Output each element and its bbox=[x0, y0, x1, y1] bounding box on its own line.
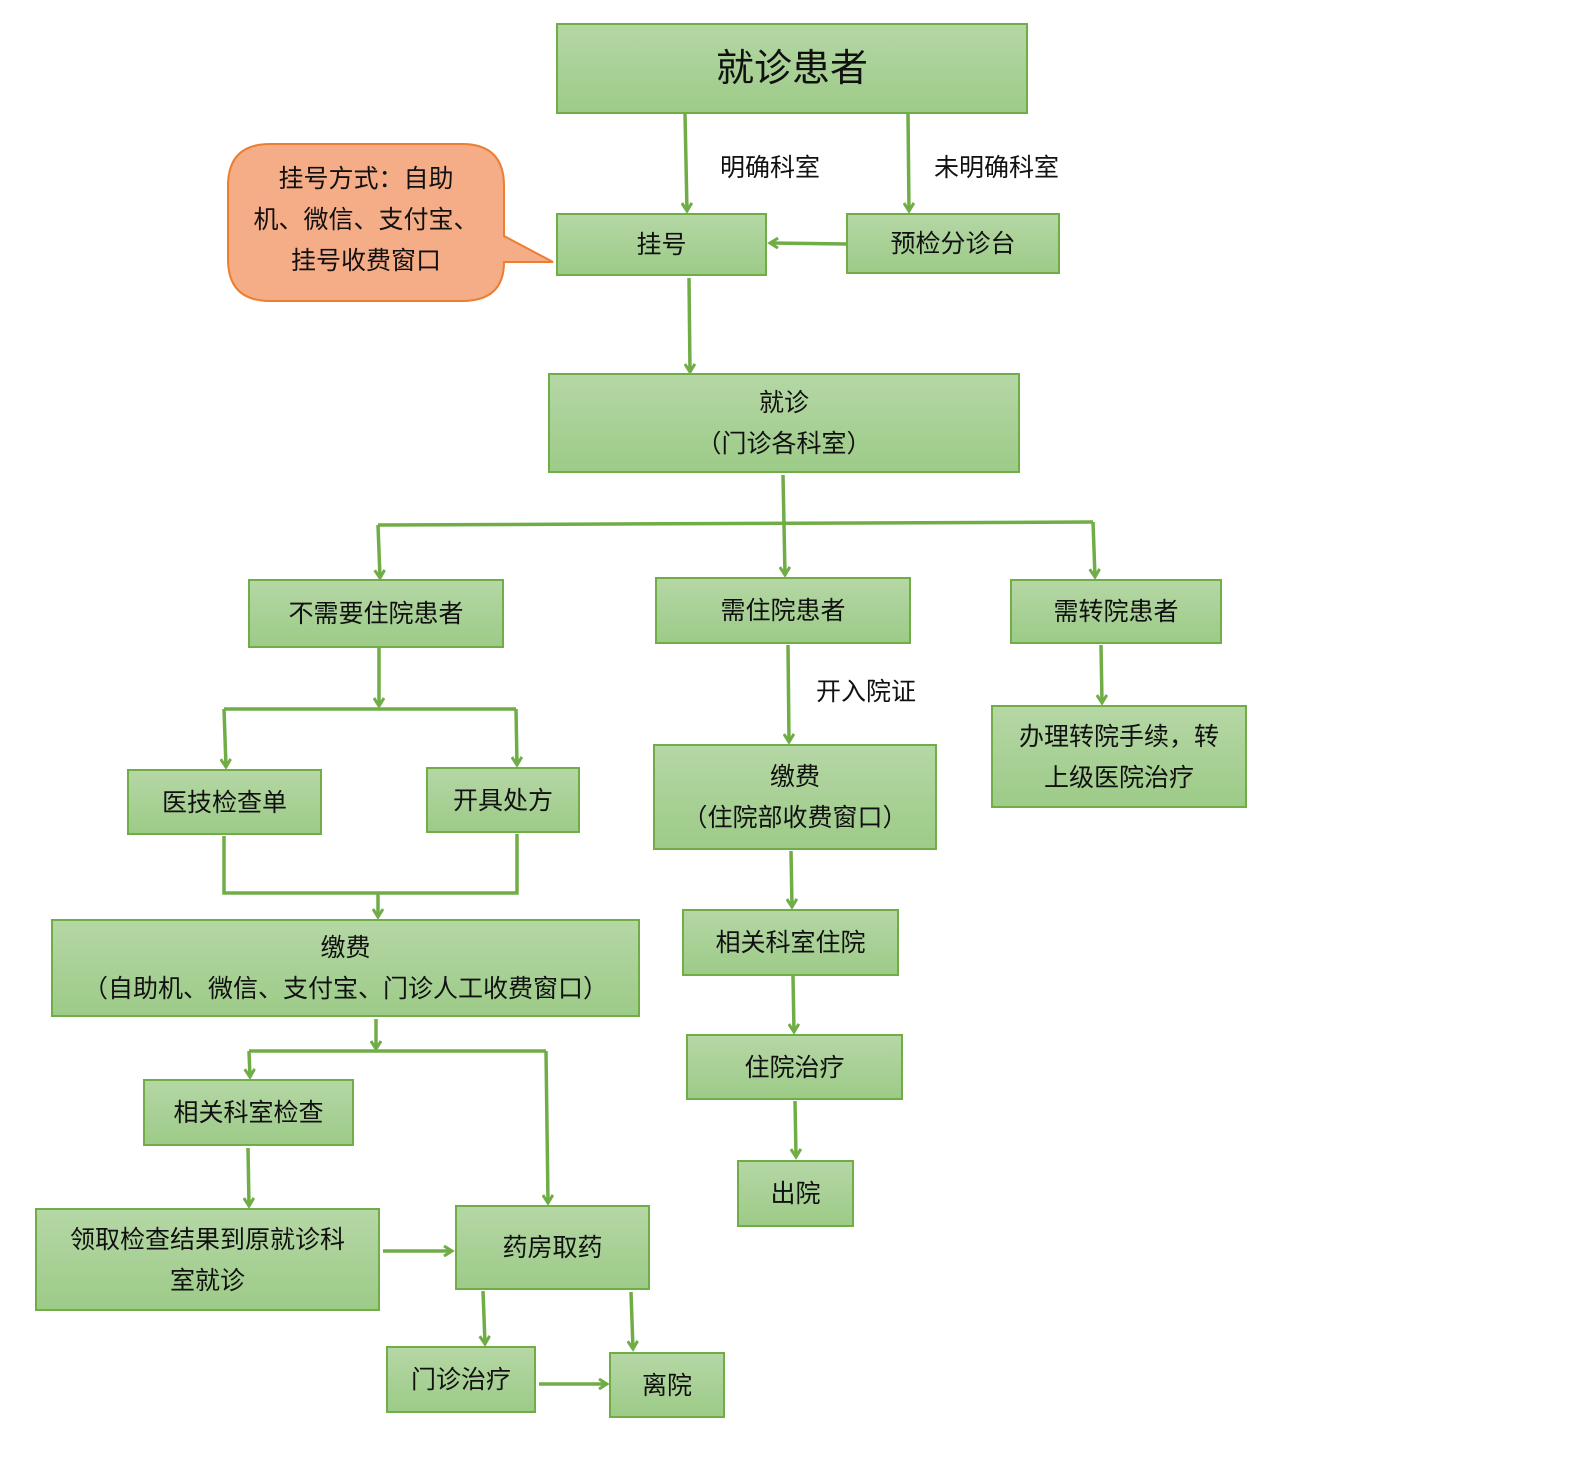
node-inpatient-treatment: 住院治疗 bbox=[686, 1034, 903, 1100]
node-label: 医技检查单 bbox=[161, 787, 287, 817]
node-label: 挂号 bbox=[636, 230, 687, 259]
registration-methods-callout: 挂号方式：自助 机、微信、支付宝、 挂号收费窗口 bbox=[240, 158, 492, 281]
node-prescription: 开具处方 bbox=[426, 767, 580, 833]
node-label: 室就诊 bbox=[169, 1265, 245, 1295]
node-label: （自助机、微信、支付宝、门诊人工收费窗口） bbox=[82, 974, 608, 1003]
node-patient: 就诊患者 bbox=[556, 23, 1028, 114]
node-inpatient-payment: 缴费 （住院部收费窗口） bbox=[653, 744, 937, 850]
node-label: 住院治疗 bbox=[744, 1052, 845, 1082]
node-label: 相关科室住院 bbox=[715, 928, 866, 957]
node-label: 领取检查结果到原就诊科 bbox=[69, 1224, 345, 1254]
node-outpatient-payment: 缴费 （自助机、微信、支付宝、门诊人工收费窗口） bbox=[51, 919, 640, 1017]
callout-bubble bbox=[227, 143, 554, 302]
node-label: 缴费 bbox=[320, 933, 371, 962]
edge-label-clear-dept: 明确科室 bbox=[720, 153, 821, 182]
node-label: 相关科室检查 bbox=[173, 1098, 324, 1127]
edge-label-unclear-dept: 未明确科室 bbox=[934, 153, 1060, 182]
node-label: 离院 bbox=[641, 1370, 692, 1400]
node-pharmacy: 药房取药 bbox=[455, 1205, 650, 1290]
node-outpatient-treatment: 门诊治疗 bbox=[386, 1346, 536, 1413]
node-no-hospitalization: 不需要住院患者 bbox=[248, 579, 504, 648]
node-triage: 预检分诊台 bbox=[846, 213, 1060, 274]
node-label: （门诊各科室） bbox=[696, 429, 872, 458]
node-label: 开具处方 bbox=[452, 785, 553, 815]
node-leave: 离院 bbox=[609, 1352, 725, 1418]
node-label: 就诊患者 bbox=[715, 46, 868, 90]
edge-label-admission-cert: 开入院证 bbox=[816, 677, 917, 706]
node-label: 就诊 bbox=[758, 388, 809, 417]
callout-line: 挂号收费窗口 bbox=[290, 246, 441, 275]
node-label: 不需要住院患者 bbox=[288, 599, 464, 628]
callout-line: 机、微信、支付宝、 bbox=[253, 205, 479, 234]
node-label: 预检分诊台 bbox=[890, 229, 1016, 258]
node-dept-exam: 相关科室检查 bbox=[143, 1079, 354, 1146]
node-label: 药房取药 bbox=[502, 1233, 603, 1262]
node-discharge: 出院 bbox=[737, 1160, 854, 1227]
node-need-hospitalization: 需住院患者 bbox=[655, 577, 911, 644]
callout-line: 挂号方式：自助 bbox=[278, 164, 454, 193]
node-label: 办理转院手续，转 bbox=[1018, 721, 1219, 751]
node-label: 出院 bbox=[770, 1179, 821, 1208]
node-exam-order: 医技检查单 bbox=[127, 769, 322, 835]
node-transfer-process: 办理转院手续，转上级医院治疗 bbox=[991, 705, 1247, 808]
node-need-transfer: 需转院患者 bbox=[1010, 579, 1222, 644]
node-label: 上级医院治疗 bbox=[1043, 762, 1194, 792]
node-results-return: 领取检查结果到原就诊科室就诊 bbox=[35, 1208, 380, 1311]
node-label: 缴费 bbox=[769, 762, 820, 791]
node-register: 挂号 bbox=[556, 213, 767, 276]
node-label: 门诊治疗 bbox=[410, 1365, 511, 1394]
node-label: 需转院患者 bbox=[1053, 597, 1179, 626]
node-label: 需住院患者 bbox=[720, 596, 846, 625]
node-visit: 就诊 （门诊各科室） bbox=[548, 373, 1020, 473]
node-ward-admission: 相关科室住院 bbox=[682, 909, 899, 976]
node-label: （住院部收费窗口） bbox=[682, 803, 908, 832]
